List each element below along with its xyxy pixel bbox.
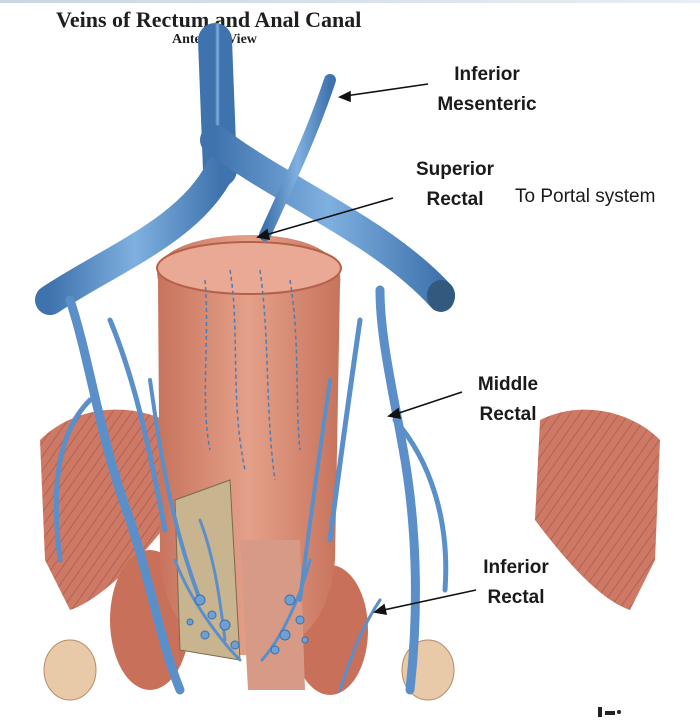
label-portal-note: To Portal system bbox=[515, 186, 656, 207]
left-rectal-veins bbox=[53, 295, 242, 695]
arrow-inferior-rectal bbox=[378, 589, 477, 612]
label-middle-rectal: Middle Rectal bbox=[458, 370, 558, 430]
label-inferior-rectal: Inferior Rectal bbox=[466, 553, 566, 613]
label-superior-rectal: Superior Rectal bbox=[405, 155, 505, 215]
vein-cut-end bbox=[427, 280, 455, 312]
arrow-superior-rectal bbox=[261, 197, 394, 237]
label-middle-rectal-line1: Middle bbox=[477, 374, 539, 395]
arrowhead-superior-rectal bbox=[256, 228, 271, 241]
right-rectal-veins bbox=[260, 285, 449, 695]
label-arrows bbox=[256, 83, 477, 616]
top-rule bbox=[0, 0, 700, 3]
label-inferior-rectal-line2: Rectal bbox=[487, 587, 545, 608]
label-superior-rectal-line1: Superior bbox=[415, 159, 495, 180]
label-superior-rectal-line2: Rectal bbox=[426, 189, 484, 210]
levator-ani-muscle bbox=[40, 409, 660, 610]
arrowhead-middle-rectal bbox=[387, 407, 402, 420]
arrowhead-inferior-rectal bbox=[373, 603, 388, 616]
label-middle-rectal-line2: Rectal bbox=[479, 404, 537, 425]
label-inferior-mesenteric-line1: Inferior bbox=[454, 64, 520, 85]
portal-veins bbox=[35, 23, 455, 315]
arrow-middle-rectal bbox=[392, 391, 463, 416]
label-inferior-mesenteric: Inferior Mesenteric bbox=[432, 60, 542, 120]
submucosal-veins bbox=[204, 269, 301, 481]
corner-logo-mark bbox=[598, 707, 621, 717]
label-inferior-mesenteric-line2: Mesenteric bbox=[437, 94, 537, 115]
rectum bbox=[156, 235, 342, 690]
label-inferior-rectal-line1: Inferior bbox=[483, 557, 549, 578]
venous-plexus bbox=[186, 594, 309, 655]
arrowhead-inferior-mesenteric bbox=[338, 90, 351, 103]
arrow-inferior-mesenteric bbox=[344, 83, 429, 97]
